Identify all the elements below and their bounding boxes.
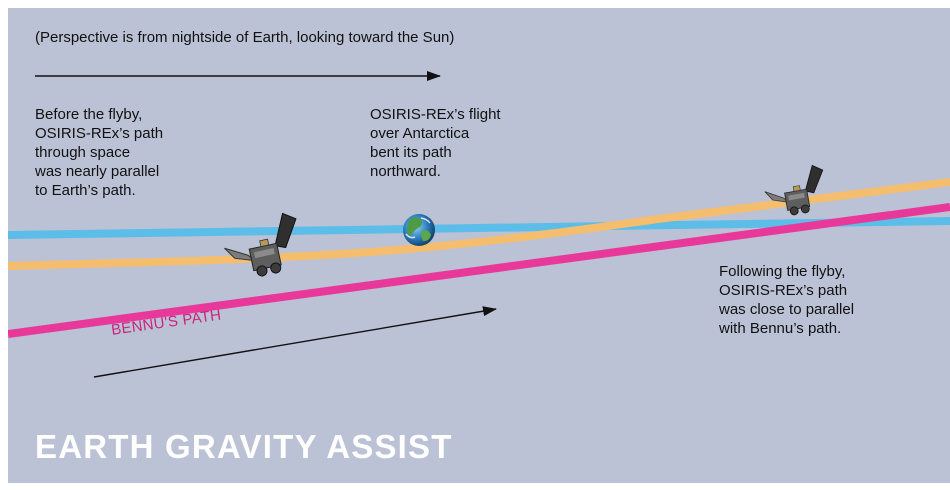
spacecraft-icon [764,164,824,216]
diagram-panel: (Perspective is from nightside of Earth,… [8,8,950,483]
bennu-path [8,203,950,338]
diagram-artwork [8,71,950,378]
before-flyby-annotation: Before the flyby, OSIRIS-REx’s path thro… [35,106,164,199]
earth-icon [403,214,435,246]
earth-path [8,217,950,239]
spacecraft-icon [224,212,297,277]
flyby-annotation: OSIRIS-REx’s flight over Antarctica bent… [370,106,501,180]
bennu-direction-arrow-icon [93,306,497,378]
perspective-note: (Perspective is from nightside of Earth,… [35,29,455,46]
diagram-title: EARTH GRAVITY ASSIST [35,428,453,465]
after-flyby-annotation: Following the flyby, OSIRIS-REx’s path w… [719,263,855,337]
